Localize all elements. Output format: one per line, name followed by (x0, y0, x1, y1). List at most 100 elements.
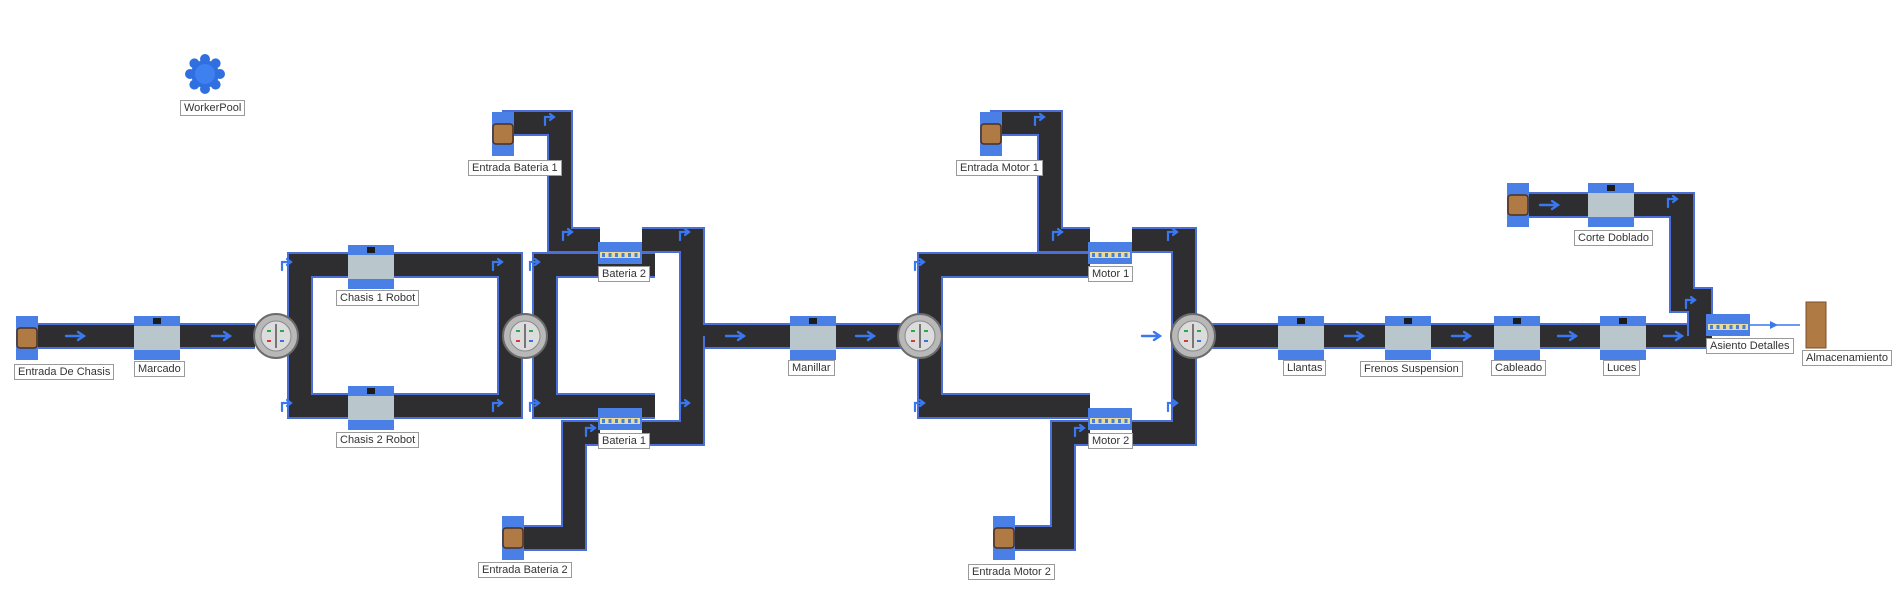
flow-arrow-8 (1662, 330, 1685, 342)
motor-2-label: Motor 2 (1088, 433, 1134, 449)
cableado-station (1494, 316, 1540, 360)
station-body (1600, 326, 1646, 350)
bateria-2-label: Bateria 2 (598, 266, 651, 282)
transfer-hub-1-icon (502, 313, 548, 359)
combiner-slot (1736, 325, 1739, 329)
frenos-suspension-station (1385, 316, 1431, 360)
chasis-2-robot-station (348, 386, 394, 430)
sink-arrow (1770, 321, 1778, 329)
pool-lobe (215, 69, 225, 79)
corner-arrow-18 (1666, 194, 1679, 209)
pool-lobe (210, 79, 221, 90)
combiner-slot (615, 253, 618, 257)
pool-lobe (200, 84, 210, 94)
bateria-1-station (598, 408, 642, 430)
source-crate (980, 123, 1002, 145)
diagram-nodes (16, 54, 1827, 560)
conveyor-edge-6 (512, 420, 600, 551)
conveyor-7 (642, 229, 910, 347)
source-entrada-motor-2-icon (993, 516, 1015, 560)
flow-arrow-1 (210, 330, 233, 342)
corner-arrow-9 (678, 227, 691, 242)
cableado-label: Cableado (1491, 360, 1547, 376)
station-body (348, 396, 394, 420)
motor-1-station (1088, 242, 1132, 264)
asiento-detalles-label: Asiento Detalles (1706, 338, 1794, 354)
station-body (1385, 326, 1431, 350)
manillar-label: Manillar (788, 360, 835, 376)
source-entrada-motor-1-icon (980, 112, 1002, 156)
corner-arrow-5 (528, 398, 541, 413)
pool-lobe (189, 79, 200, 90)
conveyor-14 (1132, 336, 1195, 444)
conveyor-9 (919, 254, 1090, 336)
combiner-slot (1111, 253, 1115, 257)
station-body (1588, 193, 1634, 217)
station-marker (1513, 318, 1521, 324)
transfer-hub-3-icon (1170, 313, 1216, 359)
source-crate (1507, 194, 1529, 216)
flow-arrow-2 (724, 330, 747, 342)
corte-doblado-station (1588, 183, 1634, 227)
source-entrada-de-chasis-icon (16, 316, 38, 360)
combiner-slots (1090, 418, 1130, 424)
flow-arrow-7 (1556, 330, 1579, 342)
bateria-2-station (598, 242, 642, 264)
pool-lobe (200, 54, 210, 64)
combiner-slot (621, 419, 625, 423)
source-entrada-bateria-2-icon (502, 516, 524, 560)
chasis-1-robot-label: Chasis 1 Robot (336, 290, 420, 306)
combiner-slot (634, 419, 638, 423)
conveyor-8 (642, 336, 703, 444)
marcado-station (134, 316, 180, 360)
combiner-slot (1092, 419, 1095, 423)
source-crate (502, 527, 524, 549)
sink-body (1805, 301, 1827, 349)
manillar-station (790, 316, 836, 360)
luces-label: Luces (1603, 360, 1641, 376)
workerpool-label: WorkerPool (180, 100, 246, 116)
almacenamiento-sink-icon (1750, 301, 1827, 349)
flow-arrow-5 (1343, 330, 1366, 342)
source-corte-source-icon (1507, 183, 1529, 227)
station-body (348, 255, 394, 279)
entrada-bateria-1-label: Entrada Bateria 1 (468, 160, 562, 176)
flow-arrow-4 (1140, 330, 1163, 342)
conveyor-10 (919, 336, 1090, 417)
source-entrada-bateria-1-icon (492, 112, 514, 156)
asiento-detalles-station (1706, 314, 1750, 336)
frenos-suspension-label: Frenos Suspension (1360, 361, 1463, 377)
corner-arrow-17 (1166, 398, 1179, 413)
corner-arrow-1 (280, 398, 293, 413)
worker-pool-icon (185, 54, 225, 94)
combiner-slot (608, 253, 612, 257)
combiner-slot (1098, 253, 1102, 257)
combiner-slot (602, 419, 605, 423)
combiner-slot (615, 419, 618, 423)
station-marker (367, 388, 375, 394)
llantas-label: Llantas (1283, 360, 1327, 376)
station-body (1278, 326, 1324, 350)
combiner-slot (602, 253, 605, 257)
conveyor-11 (990, 112, 1090, 251)
station-body (134, 326, 180, 350)
combiner-slot (1118, 419, 1121, 423)
combiner-slot (1118, 253, 1121, 257)
motor-2-station (1088, 408, 1132, 430)
corte-doblado-label: Corte Doblado (1574, 230, 1653, 246)
station-marker (1607, 185, 1615, 191)
source-crate (993, 527, 1015, 549)
corner-arrow-6 (543, 112, 556, 127)
combiner-slot (1098, 419, 1102, 423)
combiner-slots (1090, 252, 1130, 258)
combiner-slot (1742, 325, 1746, 329)
corner-arrow-2 (491, 257, 504, 272)
flow-arrows (64, 112, 1697, 438)
conveyor-2 (289, 336, 521, 417)
corner-arrow-7 (561, 227, 574, 242)
corner-arrow-15 (1073, 423, 1086, 438)
conveyor-1 (289, 254, 521, 336)
station-marker (1297, 318, 1305, 324)
combiner-slots (600, 418, 640, 424)
combiner-slots (1708, 324, 1748, 330)
